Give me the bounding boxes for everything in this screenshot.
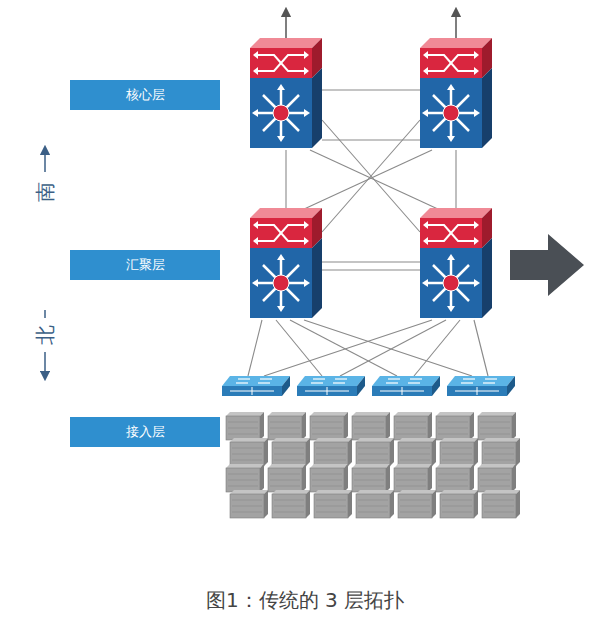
server — [436, 412, 474, 440]
server — [268, 412, 306, 440]
server — [352, 464, 390, 492]
server — [314, 490, 352, 518]
aggregation-switches — [250, 208, 492, 318]
server — [398, 490, 436, 518]
direction-label: 南 — [35, 182, 55, 202]
server — [272, 438, 310, 466]
flow-arrow — [510, 234, 584, 296]
server — [230, 490, 268, 518]
server — [398, 438, 436, 466]
direction-label: 北 — [35, 325, 55, 345]
core-switches — [250, 38, 492, 148]
layer-band: 汇聚层 — [70, 250, 220, 280]
server — [356, 490, 394, 518]
layer-name: 核心层 — [126, 86, 165, 104]
server — [436, 464, 474, 492]
layer-name: 接入层 — [126, 423, 165, 441]
server — [310, 464, 348, 492]
server — [482, 490, 520, 518]
server-racks — [226, 412, 520, 518]
access-switches — [222, 376, 515, 396]
server — [268, 464, 306, 492]
server — [230, 438, 268, 466]
server — [352, 412, 390, 440]
server — [482, 438, 520, 466]
server — [226, 412, 264, 440]
server — [478, 412, 516, 440]
server — [394, 464, 432, 492]
layer-name: 汇聚层 — [126, 256, 165, 274]
layer-band: 接入层 — [70, 417, 220, 447]
server — [478, 464, 516, 492]
server — [226, 464, 264, 492]
server — [394, 412, 432, 440]
layer-band: 核心层 — [70, 80, 220, 110]
server — [272, 490, 310, 518]
server — [314, 438, 352, 466]
figure-caption: 图1：传统的 3 层拓扑 — [206, 587, 404, 614]
server — [310, 412, 348, 440]
server — [356, 438, 394, 466]
server — [440, 438, 478, 466]
uplink-arrows — [286, 12, 456, 40]
server — [440, 490, 478, 518]
